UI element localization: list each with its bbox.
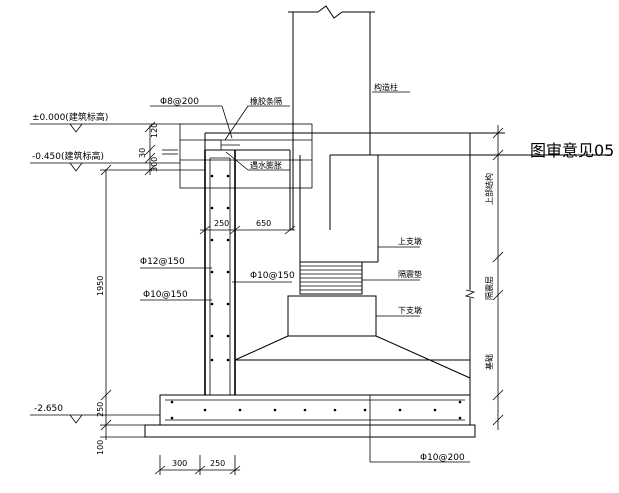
horizontal-dims-bottom (154, 455, 241, 475)
elevation-marker-mid: -0.450(建筑标高) (30, 150, 180, 172)
rebar-label-phi8-200: Φ8@200 (160, 97, 199, 107)
lower-pedestal-label: 下支墩 (398, 305, 422, 315)
upper-column (288, 5, 375, 230)
leader-lines (140, 91, 420, 317)
upper-structure-label: 上部结构 (484, 173, 494, 205)
base-slab (144, 394, 476, 463)
elevation-label-mid: -0.450(建筑标高) (32, 150, 104, 162)
dim-300-bottom: 300 (172, 459, 187, 468)
dim-300-left: 300 (150, 157, 159, 172)
dim-30: 30 (138, 148, 147, 158)
elevation-label-top: ±0.000(建筑标高) (32, 111, 108, 123)
right-boundary (464, 125, 612, 430)
dim-250-vertical: 250 (96, 402, 105, 417)
rebar-label-phi12-150: Φ12@150 (140, 257, 185, 267)
retaining-wall (190, 150, 250, 396)
rubber-joint-label: 橡胶条隔 (250, 96, 282, 106)
isolation-layer-label: 隔震层 (485, 276, 494, 300)
column-label: 构造柱 (374, 82, 398, 92)
sealant-label: 遇水膨胀 (250, 160, 282, 170)
elevation-label-bottom: -2.650 (34, 404, 63, 414)
dim-250-bottom: 250 (210, 459, 225, 468)
rebar-label-phi10-150-mid: Φ10@150 (250, 271, 295, 281)
elevation-marker-top: ±0.000(建筑标高) (30, 111, 180, 133)
upper-pedestal-label: 上支墩 (398, 236, 422, 246)
dim-650: 650 (256, 219, 271, 228)
left-dimension-chain (100, 121, 205, 440)
dim-1950: 1950 (96, 276, 105, 296)
horizontal-dims-top (199, 225, 296, 235)
rebar-label-phi10-200: Φ10@200 (420, 453, 465, 463)
review-note: 图审意见05 (530, 141, 614, 160)
dim-250-top: 250 (214, 219, 229, 228)
rebar-label-phi10-150-left: Φ10@150 (143, 290, 188, 300)
elevation-marker-bottom: -2.650 (30, 404, 160, 424)
top-slab (179, 123, 470, 230)
dim-120: 120 (150, 123, 159, 138)
foundation-label: 基础 (484, 354, 494, 370)
dim-100: 100 (96, 440, 105, 455)
isolator-label: 隔震垫 (398, 269, 422, 279)
